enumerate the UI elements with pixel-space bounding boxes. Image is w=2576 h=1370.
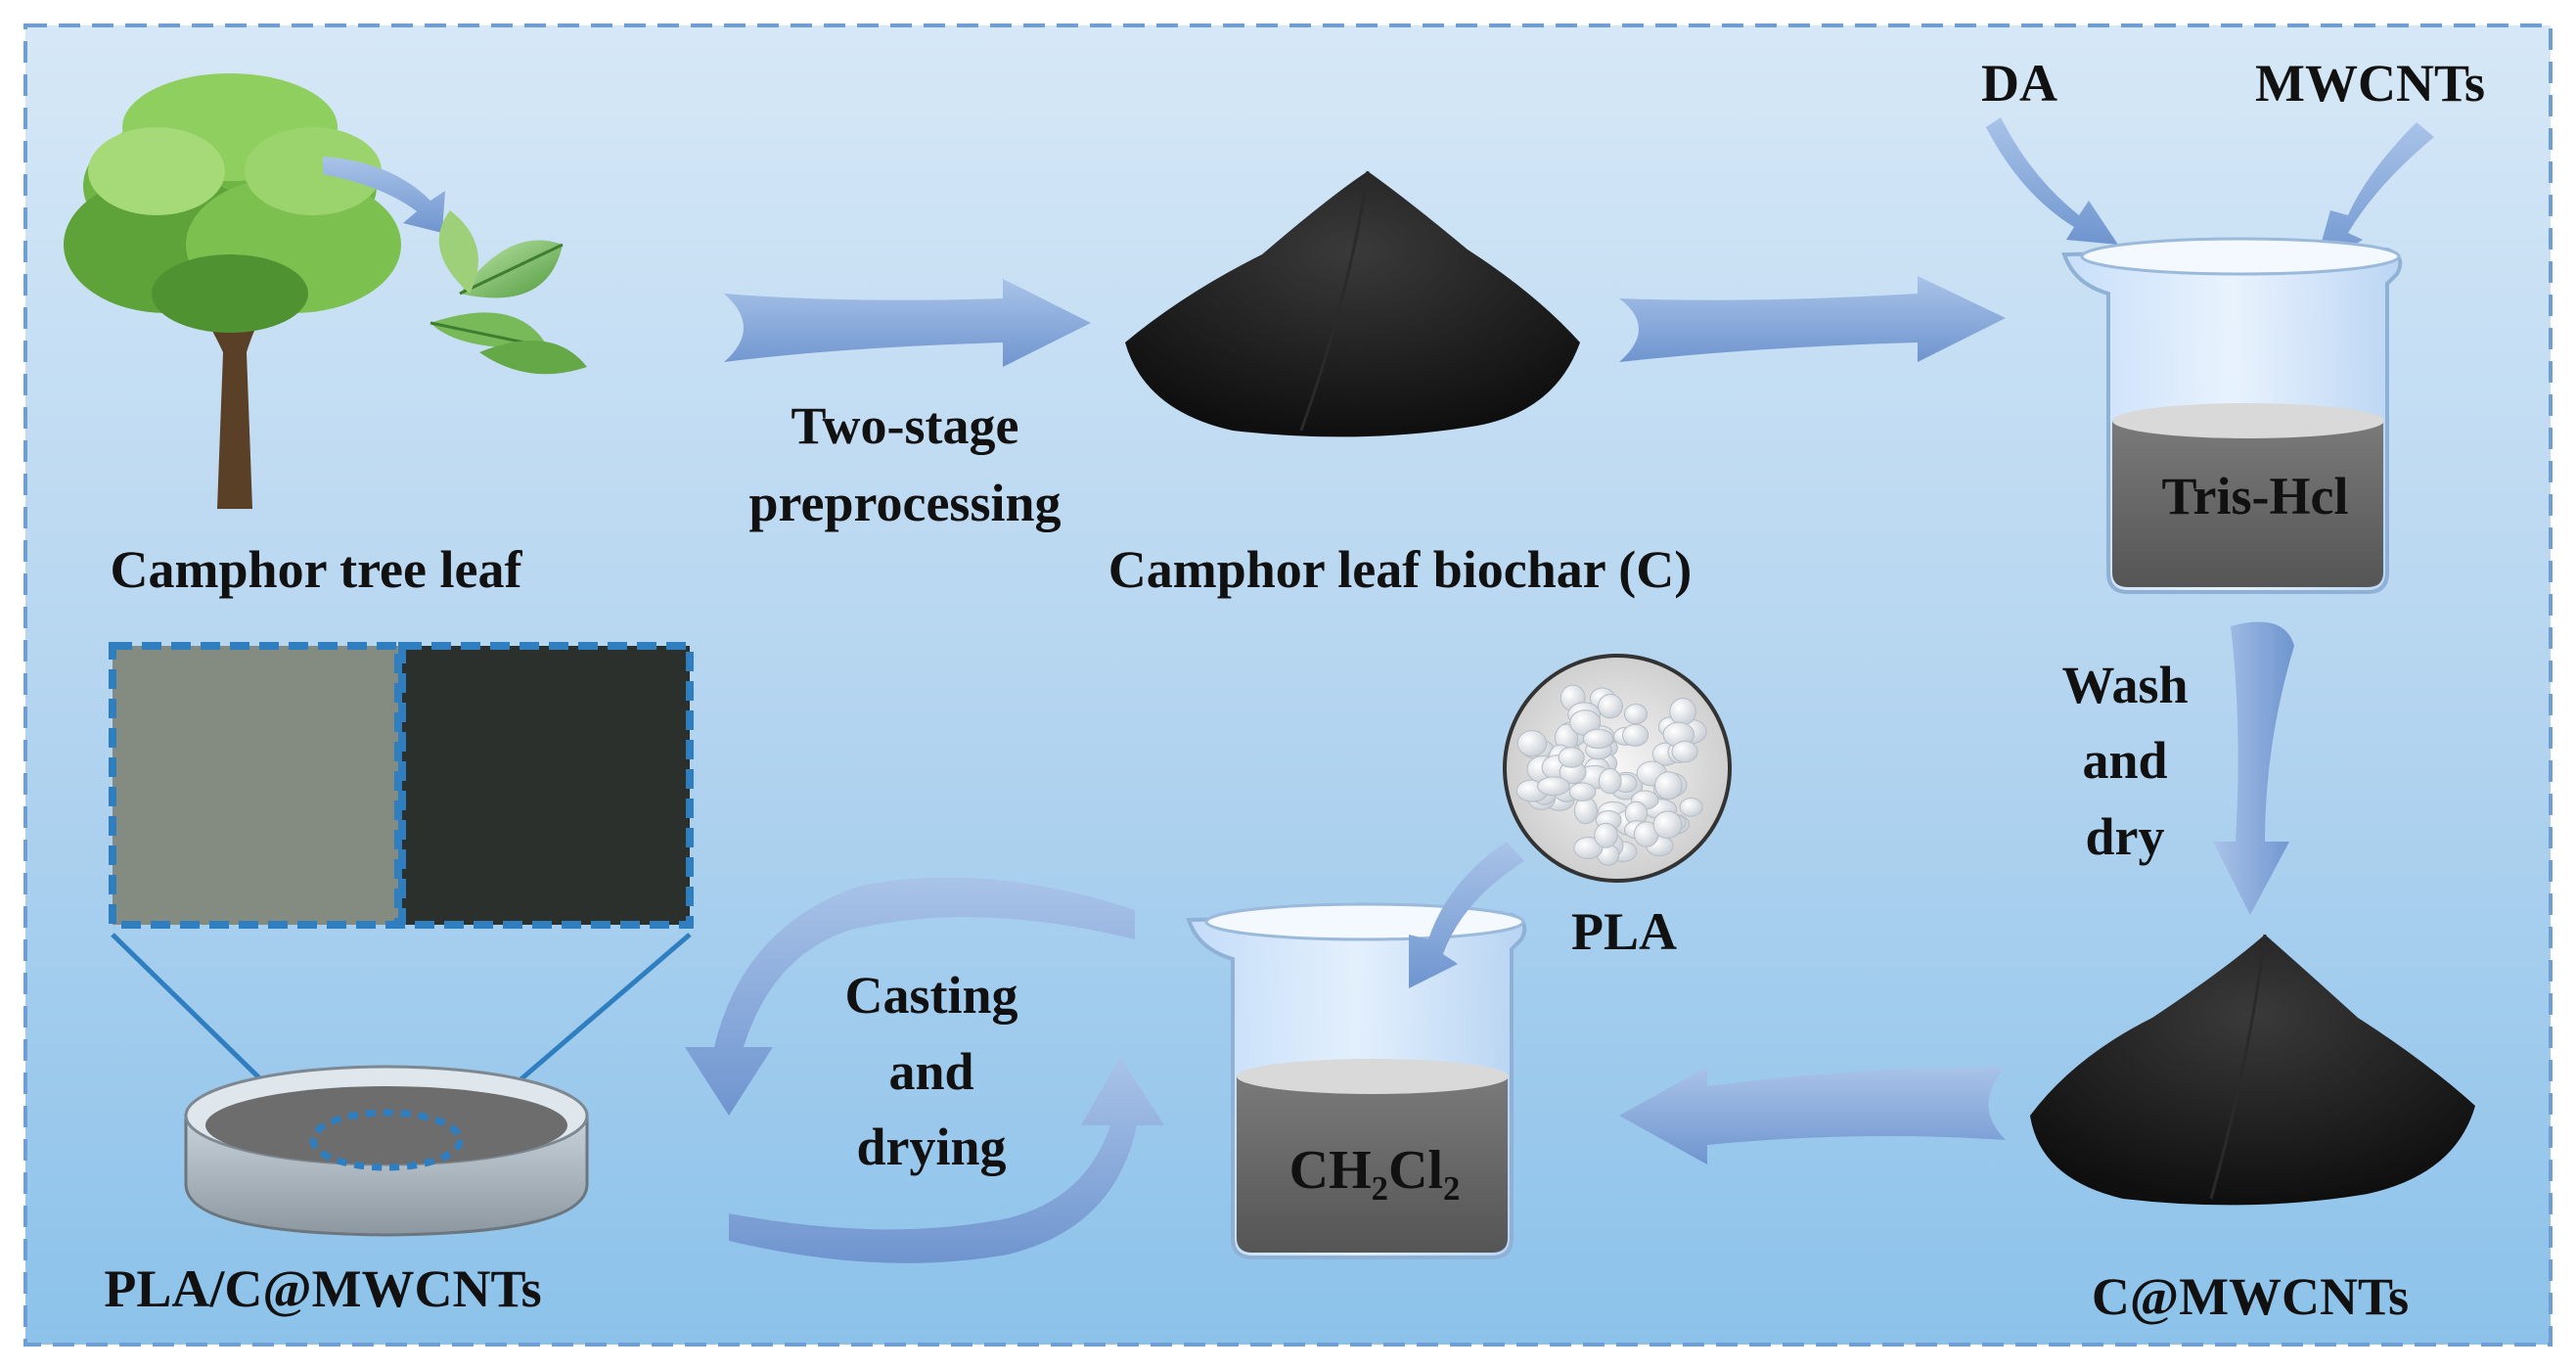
arrow-to-tris-beaker [1619,276,2006,362]
arrow-mwcnts [2314,122,2434,269]
leaves-icon [429,210,587,375]
pla-pellet [1558,747,1585,768]
arrow-to-ch2cl2-beaker [1619,1067,2006,1164]
dashed-border [23,23,2553,1347]
label-ch2cl2-ch: CH [1288,1140,1372,1201]
label-wash: Wash [2061,656,2189,714]
pla-pellet [1594,822,1618,848]
label-pla-c-mwcnts: PLA/C@MWCNTs [104,1259,542,1318]
arrow-tree-to-leaves [323,157,445,233]
powder-pile-icon-biochar [1125,170,1580,437]
label-ch2cl2-subscript-2: 2 [1443,1169,1461,1209]
pla-pellet [1652,810,1683,840]
label-two-stage: Two-stage [791,396,1019,455]
petri-dish-icon [184,1065,589,1237]
label-preprocessing: preprocessing [748,474,1062,532]
powder-pile-icon-c-mwcnts [2030,934,2475,1206]
arrow-da [1986,117,2118,245]
pla-pellet [1598,694,1623,719]
pla-pellet [1679,798,1703,817]
arrow-wash-and-dry [2213,621,2294,915]
pla-pellet [1671,740,1698,763]
pla-pellet [1654,771,1683,800]
film-sample-icon-composite [398,642,694,929]
beaker-icon-ch2cl2 [1186,902,1527,1259]
label-drying: drying [856,1118,1007,1176]
pla-pellet [1537,776,1570,797]
pla-pellet [1622,723,1650,747]
label-casting: Casting [844,966,1018,1025]
pla-pellet [1583,728,1614,750]
label-ch2cl2-cl: Cl [1388,1140,1443,1201]
label-camphor-leaf-biochar: Camphor leaf biochar (C) [1107,540,1693,599]
pla-pellet [1573,797,1598,825]
film-sample-icon-pla [109,642,402,929]
arrow-preprocessing [724,279,1091,367]
pla-pellet [1669,698,1696,726]
label-tris-hcl: Tris-Hcl [2161,467,2349,525]
label-and-wash: and [2082,731,2168,790]
label-mwcnts: MWCNTs [2255,54,2486,113]
label-dry: dry [2085,807,2165,866]
label-da: DA [1981,54,2057,113]
arrow-pla-to-beaker [1409,842,1524,988]
label-and-casting: and [888,1042,974,1101]
pla-pellet [1516,730,1548,757]
label-ch2cl2-subscript-1: 2 [1371,1169,1388,1209]
tree-icon [64,73,401,509]
label-ch2cl2: CH2Cl2 [1288,1140,1461,1206]
pla-pellet [1573,837,1604,859]
arrow-casting-top [685,877,1135,1116]
label-camphor-tree-leaf: Camphor tree leaf [110,540,522,599]
beaker-icon-tris-hcl [2061,237,2403,594]
pla-pellets-icon [1503,654,1732,883]
label-c-mwcnts: C@MWCNTs [2091,1267,2410,1326]
label-pla: PLA [1571,902,1677,961]
arrow-casting-bottom [729,1057,1164,1263]
pla-pellet [1624,704,1648,725]
pla-pellet [1568,782,1597,801]
pla-pellet [1598,768,1622,795]
